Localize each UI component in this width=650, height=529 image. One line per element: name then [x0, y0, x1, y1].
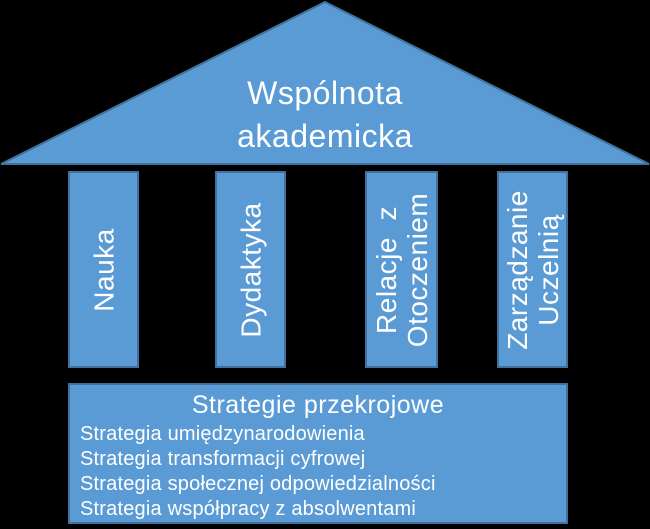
pillar-nauka-label: Nauka [88, 227, 119, 312]
pillar-relacje-z-otoczeniem: Relacje z Otoczeniem [365, 171, 438, 368]
roof-label: Wspólnota akademicka [237, 75, 413, 154]
pillar-dydaktyka-label: Dydaktyka [235, 201, 266, 338]
strategy-item: Strategia transformacji cyfrowej [80, 448, 366, 470]
pillar-zarzadzanie-uczelnia: Zarządzanie Uczelnią [497, 171, 568, 368]
base-strategies-box: Strategie przekrojowe Strategia umiędzyn… [68, 383, 568, 524]
pillar-zarzadzanie-uczelnia-label: Zarządzanie Uczelnią [501, 189, 564, 350]
strategy-list: Strategia umiędzynarodowienia Strategia … [70, 422, 566, 522]
pillar-dydaktyka: Dydaktyka [215, 171, 286, 368]
base-title: Strategie przekrojowe [191, 391, 445, 419]
roof-triangle [0, 0, 650, 165]
pillar-nauka: Nauka [68, 171, 139, 368]
strategy-item: Strategia umiędzynarodowienia [80, 423, 365, 445]
pillar-relacje-z-otoczeniem-label: Relacje z Otoczeniem [370, 192, 433, 347]
strategy-item: Strategia społecznej odpowiedzialności [80, 473, 436, 495]
strategy-item: Strategia współpracy z absolwentami [80, 498, 417, 520]
